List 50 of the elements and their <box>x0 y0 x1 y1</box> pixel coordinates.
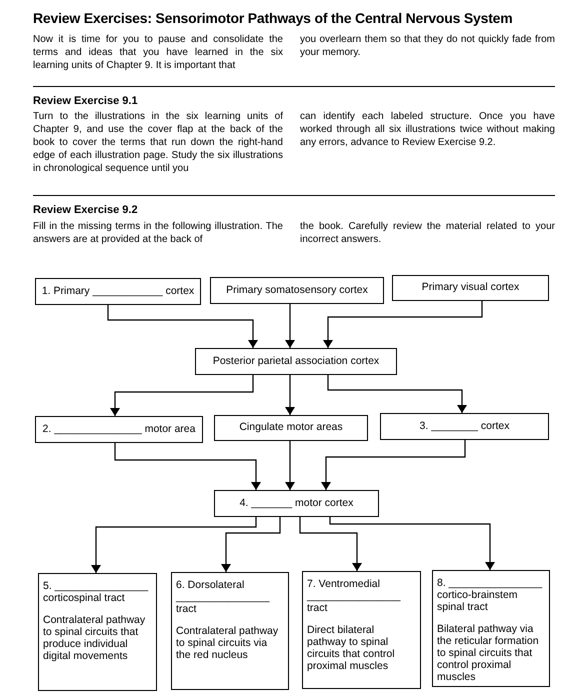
arrow <box>285 441 295 490</box>
cortex-box <box>210 277 384 304</box>
paragraph: the book. Carefully review the material related to your incorrect answers. <box>300 220 555 246</box>
cortex-box <box>35 416 203 443</box>
arrow <box>107 305 258 348</box>
arrow <box>285 375 295 415</box>
paragraph: you overlearn them so that they do not quickly fade from your memory. <box>300 33 555 59</box>
pathway-box <box>302 571 421 689</box>
box-label: 3. ________ cortex <box>420 418 510 434</box>
pathway-box <box>432 570 550 687</box>
arrow <box>321 440 466 490</box>
arrow <box>299 517 362 571</box>
cortex-box <box>195 348 397 375</box>
pathway-box <box>171 572 289 690</box>
page-title: Review Exercises: Sensorimotor Pathways of the Central Nervous System <box>33 9 512 28</box>
box-label: 1. Primary ____________ cortex <box>42 284 194 299</box>
box-label: Posterior parietal association cortex <box>212 354 380 369</box>
cortex-box <box>214 415 368 441</box>
arrow <box>323 301 483 348</box>
tract-description: Contralateral pathway to spinal circuits via the red nucleus <box>176 625 280 661</box>
paragraph: Now it is time for you to pause and consolidate the terms and ideas that you have learned in the six learning units of Chapter 9. It is important that <box>33 33 283 72</box>
box-label: Primary visual cortex <box>422 280 520 296</box>
arrow <box>110 375 254 416</box>
tract-name: 5. ________________ corticospinal tract <box>43 580 150 604</box>
arrow <box>221 517 281 572</box>
box-label: 2. _______________ motor area <box>42 422 196 437</box>
paragraph: Turn to the illustrations in the six learning units of Chapter 9, and use the cover flap at the back of the book to cover the terms that run down the right-hand edge of each illustration page. Study the six illustrations in chronological sequence until you <box>33 110 283 175</box>
cortex-box <box>214 490 379 517</box>
tract-name: 6. Dorsolateral ________________ tract <box>176 579 271 615</box>
cortex-box <box>380 413 549 440</box>
tract-description: Direct bilateral pathway to spinal circuits that control proximal muscles <box>307 624 396 672</box>
pathway-box <box>38 573 157 691</box>
paragraph: Fill in the missing terms in the following illustration. The answers are at provided at the back of <box>33 220 283 246</box>
paragraph: can identify each labeled structure. Once you have worked through all six illustrations twice without making any errors, advance to Review Exercise 9.2. <box>300 110 555 149</box>
arrow <box>114 443 261 490</box>
box-label: 4. _______ motor cortex <box>240 496 354 511</box>
box-label: Cingulate motor areas <box>239 420 343 436</box>
box-label: Primary somatosensory cortex <box>226 282 368 298</box>
section-heading: Review Exercise 9.1 <box>33 94 139 108</box>
cortex-box <box>392 275 549 301</box>
tract-name: 7. Ventromedial ________________ tract <box>307 578 402 614</box>
arrow <box>91 517 257 573</box>
arrow <box>327 375 467 413</box>
arrow <box>285 304 295 348</box>
section-heading: Review Exercise 9.2 <box>33 203 139 217</box>
tract-description: Bilateral pathway via the reticular formation to spinal circuits that control proximal muscles <box>437 623 540 683</box>
cortex-box <box>35 278 201 305</box>
arrow <box>329 517 495 570</box>
tract-name: 8. ________________ cortico-brainstem spinal tract <box>437 577 544 613</box>
tract-description: Contralateral pathway to spinal circuits that produce individual digital movements <box>43 614 146 662</box>
